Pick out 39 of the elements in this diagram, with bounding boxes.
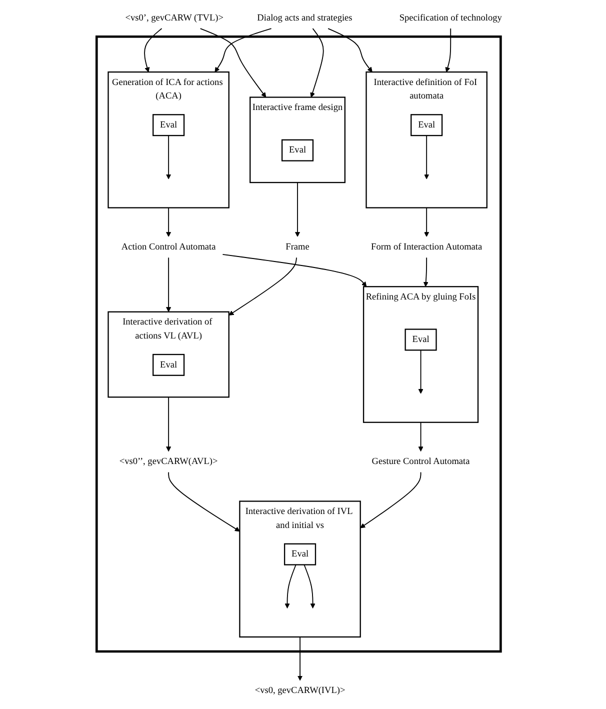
arrow xyxy=(310,28,324,98)
node-text: <vs0, gevCARW(IVL)> xyxy=(255,686,346,696)
node-text: Frame xyxy=(286,242,310,252)
arrow xyxy=(424,207,430,237)
node-box: Eval xyxy=(410,114,443,136)
node-box: Eval xyxy=(152,354,185,376)
arrow xyxy=(424,257,429,287)
node-box: Eval xyxy=(404,328,438,351)
node-text: <vs0’, gevCARW (TVL)> xyxy=(126,12,224,23)
arrow xyxy=(200,28,266,98)
node-box: Eval xyxy=(284,543,316,566)
arrow xyxy=(168,472,240,532)
arrow xyxy=(228,257,298,316)
node-text: Dialog acts and strategies xyxy=(257,12,353,23)
arrow xyxy=(166,207,172,237)
node-text: Specification of technology xyxy=(400,12,502,23)
node-text: Action Control Automata xyxy=(122,242,216,252)
arrow xyxy=(284,564,297,608)
arrow xyxy=(166,257,172,312)
arrow xyxy=(328,28,373,72)
arrow xyxy=(445,28,452,72)
arrow xyxy=(360,472,422,528)
cluster xyxy=(96,35,502,653)
arrow xyxy=(295,182,300,237)
arrow xyxy=(144,28,162,72)
arrow xyxy=(222,254,367,287)
node-text: <vs0’’, gevCARW(AVL)> xyxy=(120,456,218,466)
arrow xyxy=(214,28,272,72)
arrow xyxy=(166,135,172,180)
arrow xyxy=(418,422,424,452)
node-box: Eval xyxy=(282,139,314,162)
arrow xyxy=(304,564,316,608)
node-text: Gesture Control Automata xyxy=(372,456,470,466)
arrow xyxy=(418,350,424,394)
arrow xyxy=(298,636,303,681)
arrow xyxy=(424,135,430,180)
node-text: Form of Interaction Automata xyxy=(371,242,482,252)
arrow xyxy=(166,396,172,452)
node-box: Eval xyxy=(152,114,185,136)
